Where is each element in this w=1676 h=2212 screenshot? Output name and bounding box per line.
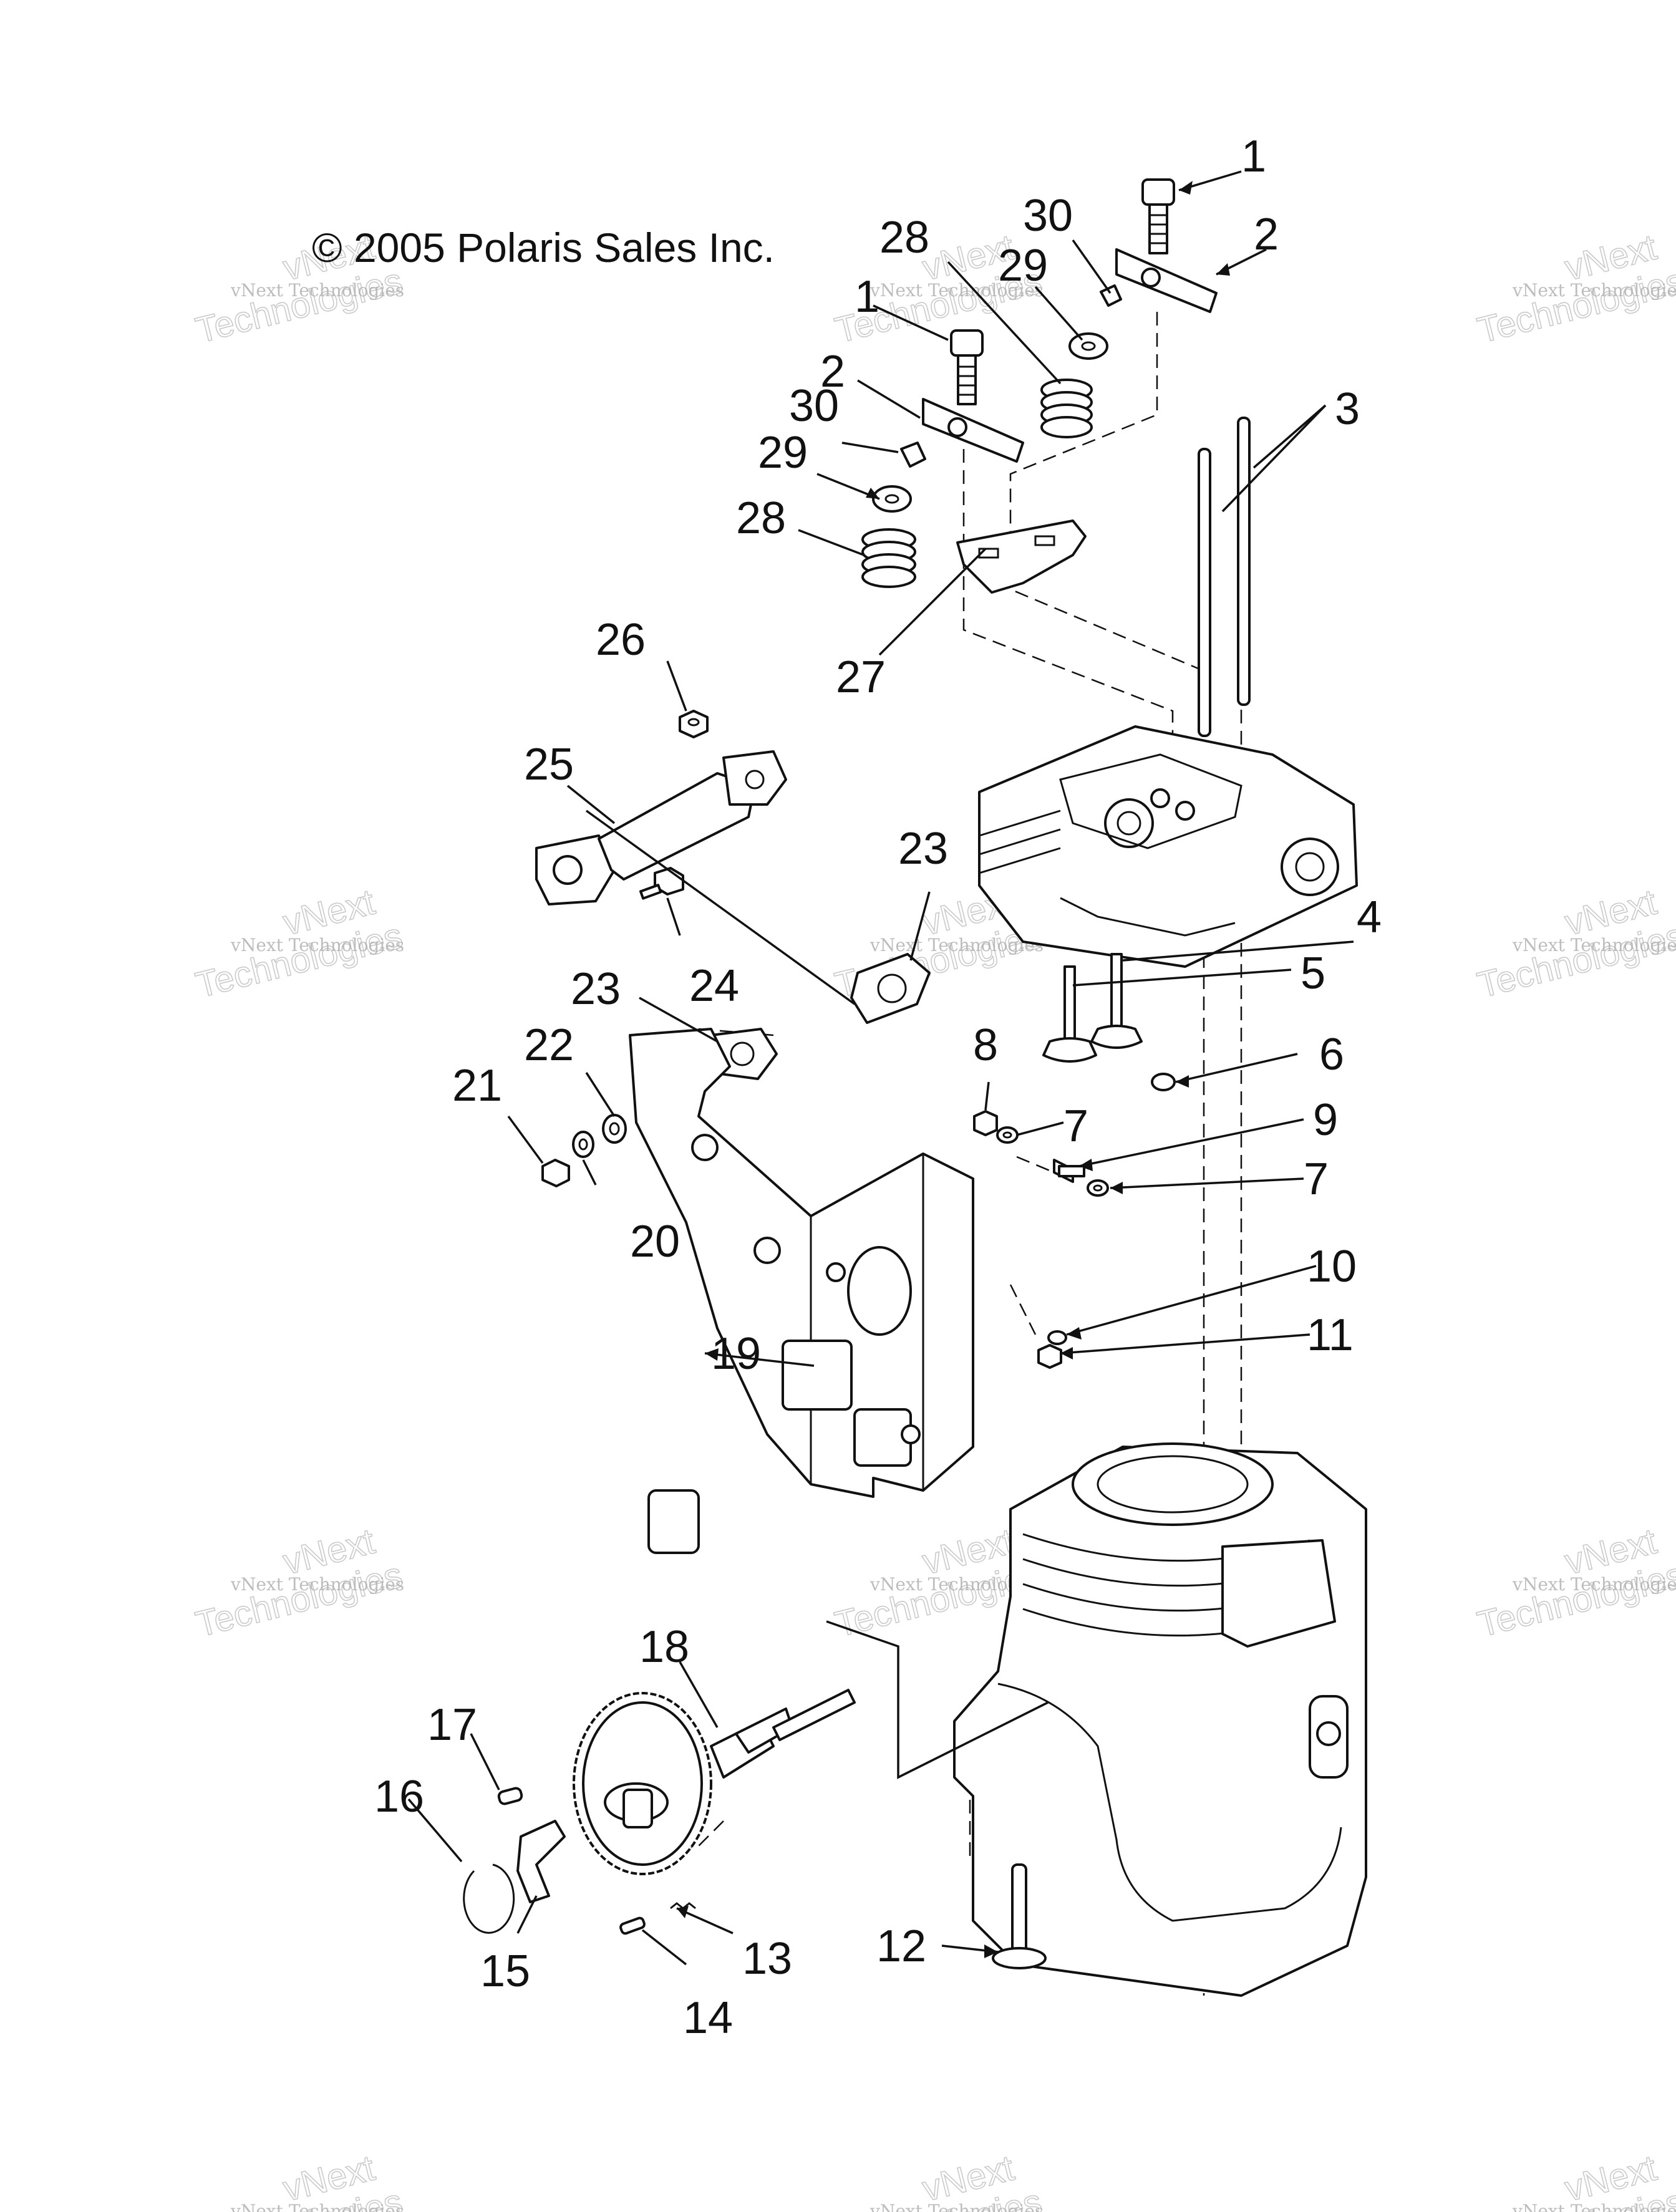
callout-2-lower: 2 bbox=[820, 347, 845, 397]
callout-27: 27 bbox=[836, 652, 886, 702]
intake-valve-part-4 bbox=[1090, 953, 1143, 1049]
bolt-part-24 bbox=[639, 867, 684, 900]
valve-seal-part-6 bbox=[1151, 1073, 1176, 1091]
leader-arrowheads bbox=[677, 181, 1230, 1958]
retaining-ring-part-16 bbox=[463, 1863, 515, 1934]
callout-1-upper: 1 bbox=[1241, 132, 1266, 181]
callout-13: 13 bbox=[742, 1934, 792, 1984]
lever-part-15 bbox=[516, 1820, 566, 1903]
callout-28-upper: 28 bbox=[879, 213, 929, 263]
callout-18: 18 bbox=[639, 1622, 689, 1672]
exhaust-pipe-part-25 bbox=[535, 750, 787, 906]
watermark-line-small: vNext Technologies bbox=[869, 935, 1044, 955]
callout-labels: 1 1 2 2 3 4 5 6 7 7 8 9 10 11 12 13 14 1… bbox=[374, 132, 1382, 2043]
callout-3: 3 bbox=[1335, 384, 1360, 434]
watermark-line-small: vNext Technologies bbox=[230, 1574, 404, 1595]
callout-7-lower: 7 bbox=[1304, 1154, 1329, 1204]
bolt-part-1-upper bbox=[1141, 178, 1175, 254]
cylinder-block bbox=[953, 1442, 1367, 1997]
rocker-arm-part-2-upper bbox=[1115, 248, 1218, 313]
watermark-line-small: vNext Technologies bbox=[869, 280, 1044, 301]
watermark-line-small: vNext Technologies bbox=[230, 280, 404, 301]
guide-plate-part-27 bbox=[956, 519, 1087, 594]
callout-28-lower: 28 bbox=[736, 493, 786, 543]
callout-19: 19 bbox=[711, 1329, 761, 1379]
watermark-line-small: vNext Technologies bbox=[230, 935, 404, 955]
callout-17: 17 bbox=[427, 1700, 477, 1750]
callout-26: 26 bbox=[596, 615, 646, 665]
callout-24: 24 bbox=[689, 961, 739, 1011]
callout-25: 25 bbox=[524, 740, 574, 790]
callout-22: 22 bbox=[524, 1020, 574, 1070]
callout-9: 9 bbox=[1313, 1095, 1338, 1145]
callout-4: 4 bbox=[1357, 892, 1382, 942]
callout-21: 21 bbox=[452, 1061, 502, 1111]
washer-part-7-upper bbox=[996, 1126, 1019, 1144]
callout-30-upper: 30 bbox=[1023, 191, 1073, 241]
pin-part-14 bbox=[619, 1916, 646, 1935]
washer-part-7-lower bbox=[1087, 1179, 1109, 1197]
callout-29-lower: 29 bbox=[758, 428, 808, 478]
callout-1-lower: 1 bbox=[855, 272, 879, 322]
pin-part-17 bbox=[497, 1787, 523, 1805]
watermark-line-small: vNext Technologies bbox=[1512, 2201, 1676, 2212]
callout-29-upper: 29 bbox=[998, 241, 1048, 291]
callout-11: 11 bbox=[1307, 1310, 1354, 1360]
gasket-part-23-upper bbox=[850, 953, 931, 1024]
nut-part-11 bbox=[1037, 1344, 1062, 1369]
exhaust-valve-part-5 bbox=[1042, 965, 1097, 1063]
muffler-part-19 bbox=[629, 1028, 974, 1554]
valve-keeper-part-30-lower bbox=[900, 442, 926, 468]
valve-spring-part-28-upper bbox=[1040, 379, 1093, 438]
tappet-part-12 bbox=[992, 1863, 1047, 1969]
washer-part-20 bbox=[572, 1131, 594, 1158]
watermark-line-small: vNext Technologies bbox=[1512, 280, 1676, 301]
valve-spring-part-28-lower bbox=[861, 528, 916, 588]
nut-part-26 bbox=[679, 710, 709, 738]
washer-part-10 bbox=[1047, 1330, 1067, 1345]
rocker-arm-part-2-lower bbox=[922, 398, 1024, 463]
callout-16: 16 bbox=[374, 1772, 424, 1822]
callout-23-upper: 23 bbox=[898, 824, 948, 874]
spring-retainer-part-29-upper bbox=[1068, 332, 1108, 360]
leader-lines bbox=[407, 170, 1354, 1966]
watermark-line-small: vNext Technologies bbox=[230, 2201, 404, 2212]
cylinder-head bbox=[978, 725, 1358, 968]
callout-20: 20 bbox=[630, 1217, 680, 1267]
valve-keeper-part-30-upper bbox=[1100, 284, 1122, 307]
spring-retainer-part-29-lower bbox=[872, 485, 912, 513]
callout-10: 10 bbox=[1307, 1242, 1357, 1292]
callout-23-lower: 23 bbox=[571, 964, 621, 1014]
callout-12: 12 bbox=[876, 1921, 926, 1971]
callout-8: 8 bbox=[973, 1020, 998, 1070]
camshaft-part-18 bbox=[573, 1689, 856, 1875]
callout-14: 14 bbox=[683, 1993, 733, 2043]
callout-2-upper: 2 bbox=[1254, 210, 1279, 259]
callout-7-upper: 7 bbox=[1063, 1101, 1088, 1151]
callout-5: 5 bbox=[1301, 949, 1325, 998]
washer-part-22 bbox=[602, 1114, 627, 1144]
watermark-line-small: vNext Technologies bbox=[1512, 1574, 1676, 1595]
bolt-part-1-lower bbox=[950, 329, 984, 405]
stud-part-9 bbox=[1053, 1159, 1085, 1183]
callout-15: 15 bbox=[480, 1946, 530, 1996]
nut-part-21 bbox=[541, 1159, 570, 1187]
nut-part-8 bbox=[973, 1110, 998, 1136]
push-rods-part-3 bbox=[1198, 417, 1251, 737]
callout-30-lower: 30 bbox=[789, 381, 839, 431]
watermark-line-small: vNext Technologies bbox=[869, 2201, 1044, 2212]
watermark-line-small: vNext Technologies bbox=[1512, 935, 1676, 955]
copyright-text: © 2005 Polaris Sales Inc. bbox=[312, 225, 775, 271]
callout-6: 6 bbox=[1319, 1030, 1344, 1079]
